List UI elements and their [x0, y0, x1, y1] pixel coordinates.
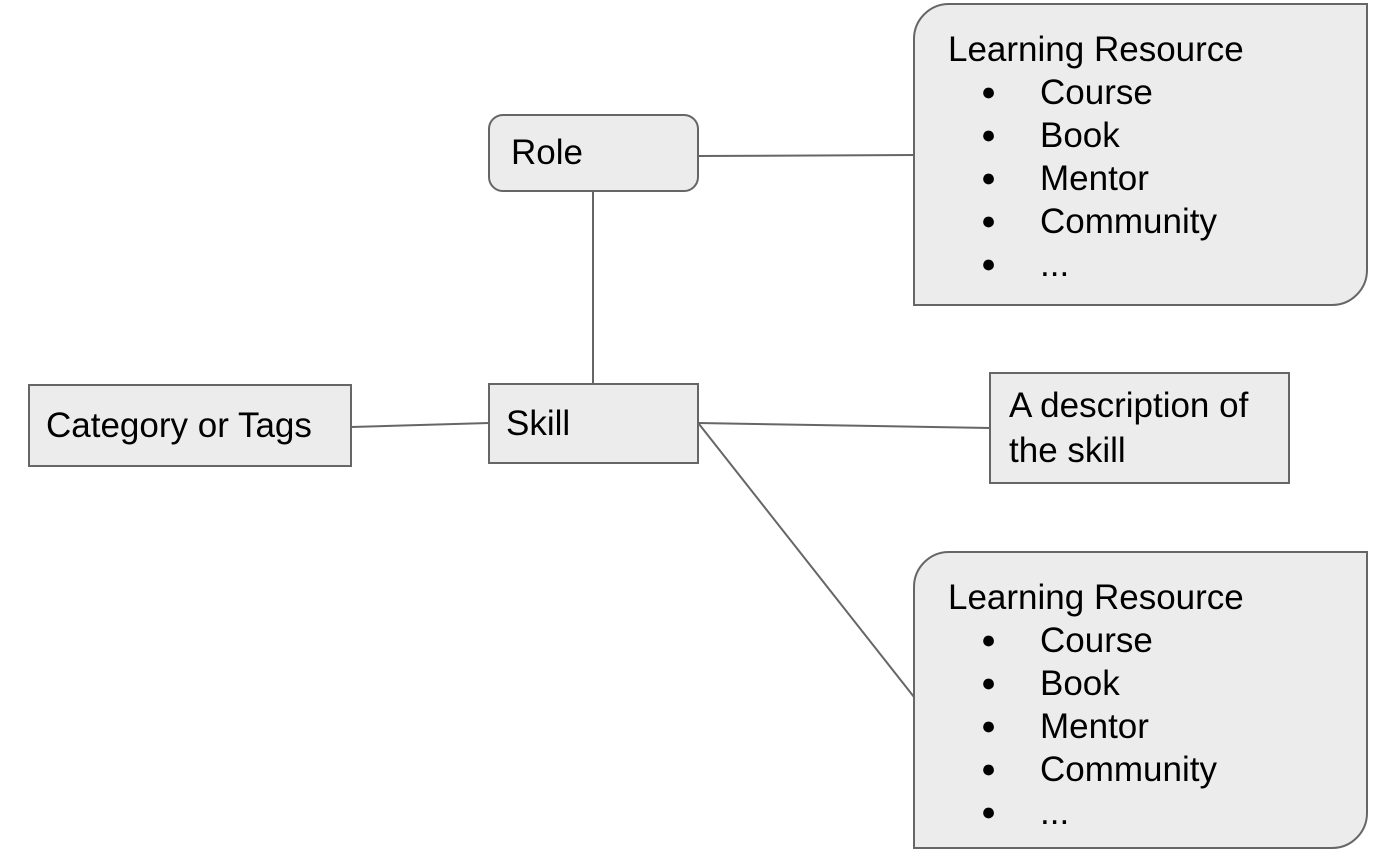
- list-item-label: Book: [1040, 116, 1120, 155]
- connector-skill-to-description: [697, 422, 991, 429]
- learning-resource-top-content: Learning Resource ● Course ● Book ● Ment…: [915, 5, 1366, 286]
- learning-resource-bottom-list: ● Course ● Book ● Mentor ● Community ●: [948, 619, 1358, 834]
- node-skill-label: Skill: [506, 403, 571, 443]
- bullet-icon: ●: [981, 250, 997, 278]
- list-item-label: Community: [1040, 202, 1217, 241]
- bullet-icon: ●: [981, 755, 997, 783]
- node-role: Role: [488, 114, 699, 192]
- list-item-label: Mentor: [1040, 707, 1149, 746]
- list-item: ● Book: [948, 662, 1358, 705]
- list-item-label: Book: [1040, 664, 1120, 703]
- bullet-icon: ●: [981, 207, 997, 235]
- bullet-icon: ●: [981, 78, 997, 106]
- list-item: ● Mentor: [948, 705, 1358, 748]
- learning-resource-top-title: Learning Resource: [948, 30, 1244, 69]
- list-item: ● Course: [948, 71, 1358, 114]
- node-skill-description-label: A description of the skill: [1009, 386, 1249, 470]
- list-item: ● Community: [948, 748, 1358, 791]
- list-item-label: ...: [1040, 245, 1070, 284]
- list-item-label: Community: [1040, 750, 1217, 789]
- node-skill-description: A description of the skill: [989, 372, 1290, 484]
- node-skill: Skill: [488, 383, 699, 464]
- list-item: ● Community: [948, 200, 1358, 243]
- bullet-icon: ●: [981, 626, 997, 654]
- connector-skill-to-learning-resource-bottom: [698, 423, 915, 698]
- list-item: ● ...: [948, 243, 1358, 286]
- node-learning-resource-bottom: Learning Resource ● Course ● Book ● Ment…: [913, 551, 1368, 849]
- node-category-or-tags-label: Category or Tags: [46, 405, 312, 445]
- node-category-or-tags: Category or Tags: [28, 384, 352, 467]
- list-item: ● ...: [948, 791, 1358, 834]
- node-role-label: Role: [511, 133, 583, 172]
- learning-resource-bottom-title: Learning Resource: [948, 578, 1244, 617]
- list-item-label: ...: [1040, 793, 1070, 832]
- bullet-icon: ●: [981, 121, 997, 149]
- list-item: ● Book: [948, 114, 1358, 157]
- list-item: ● Course: [948, 619, 1358, 662]
- list-item-label: Course: [1040, 73, 1153, 112]
- bullet-icon: ●: [981, 798, 997, 826]
- list-item-label: Course: [1040, 621, 1153, 660]
- node-learning-resource-top: Learning Resource ● Course ● Book ● Ment…: [913, 3, 1368, 306]
- connector-category-to-skill: [350, 422, 490, 428]
- list-item: ● Mentor: [948, 157, 1358, 200]
- learning-resource-top-list: ● Course ● Book ● Mentor ● Community ●: [948, 71, 1358, 286]
- bullet-icon: ●: [981, 164, 997, 192]
- bullet-icon: ●: [981, 712, 997, 740]
- list-item-label: Mentor: [1040, 159, 1149, 198]
- learning-resource-bottom-content: Learning Resource ● Course ● Book ● Ment…: [915, 553, 1366, 834]
- bullet-icon: ●: [981, 669, 997, 697]
- connector-role-to-learning-resource-top: [697, 154, 916, 157]
